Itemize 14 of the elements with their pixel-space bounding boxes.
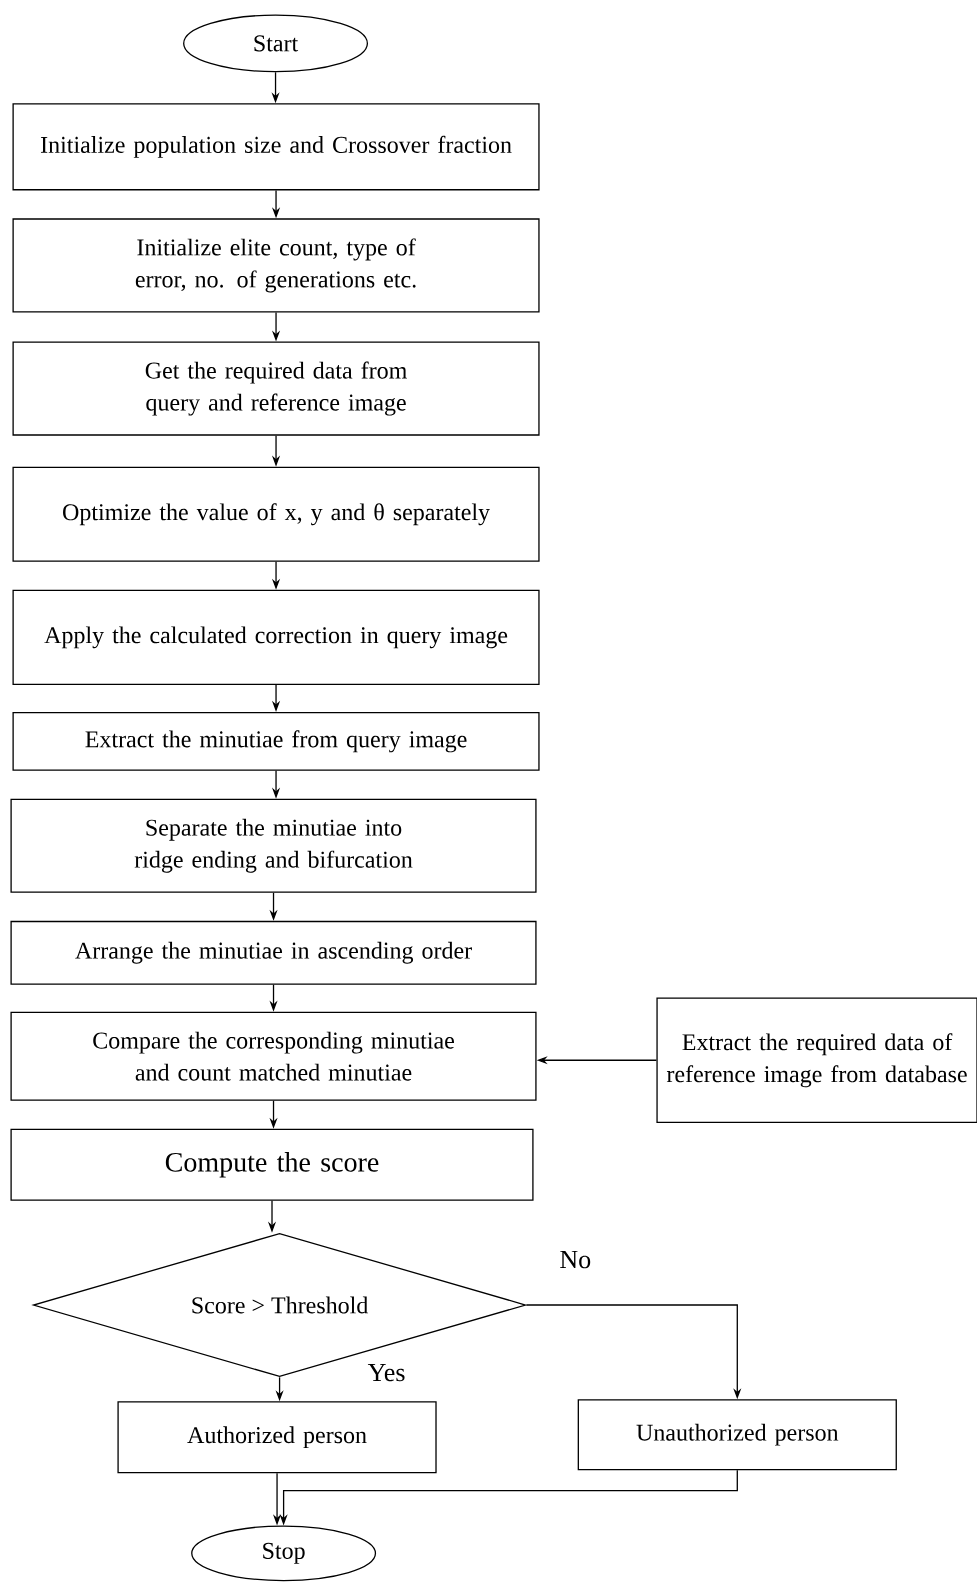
process-box: Extract the minutiae from query image bbox=[12, 711, 540, 771]
process-box: Compute the score bbox=[10, 1128, 534, 1201]
process-box: Compare the corresponding minutiae and count matched minutiae bbox=[10, 1011, 537, 1101]
edge-label: No bbox=[558, 1249, 593, 1270]
process-box: Optimize the value of x, y and θ separately bbox=[12, 466, 540, 562]
process-box: Separate the minutiae into ridge ending and bifurcation bbox=[10, 798, 537, 893]
process-box: Extract the required data of reference image from database bbox=[656, 997, 977, 1123]
process-box: Apply the calculated correction in query image bbox=[12, 589, 540, 685]
process-box: Initialize elite count, type of error, no. of generations etc. bbox=[12, 218, 540, 313]
process-box: Authorized person bbox=[117, 1401, 437, 1474]
process-box: Arrange the minutiae in ascending order bbox=[10, 920, 537, 985]
process-box: Initialize population size and Crossover fraction bbox=[12, 103, 540, 191]
process-box: Unauthorized person bbox=[577, 1399, 897, 1471]
process-box: Get the required data from query and reference image bbox=[12, 341, 540, 436]
